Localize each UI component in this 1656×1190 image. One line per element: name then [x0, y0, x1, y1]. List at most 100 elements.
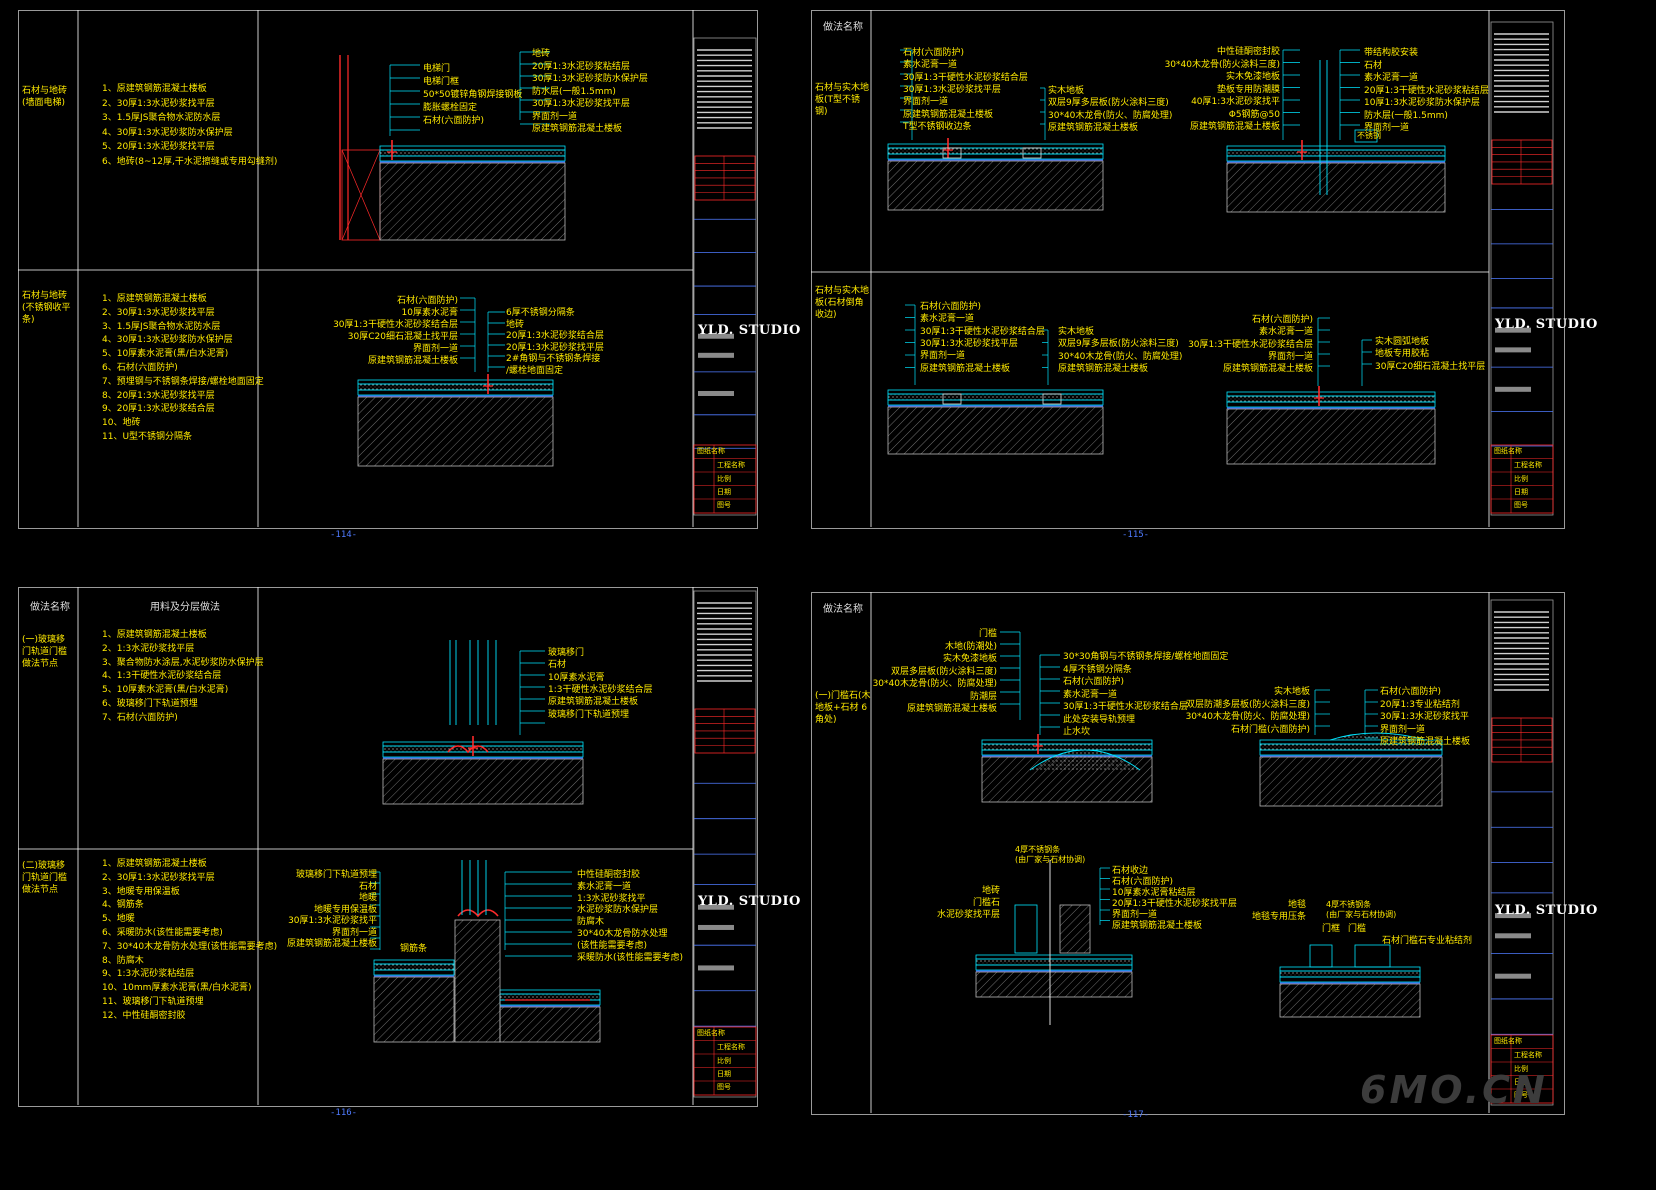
page-number: -117-: [1122, 1110, 1150, 1120]
finish-layer: [357, 379, 554, 385]
callout-label: 双层9厚多层板(防火涂料三度): [1058, 339, 1179, 350]
concrete-slab: [975, 971, 1133, 998]
door-jamb: [341, 149, 381, 241]
callout-label: 不锈钢: [1357, 131, 1381, 140]
concrete-slab: [499, 1006, 601, 1043]
title-block-field: [1495, 933, 1531, 939]
layer-spec: 2、30厚1:3水泥砂浆找平层: [102, 872, 215, 883]
callout-label: 10厚1:3水泥砂浆防水保护层: [1364, 98, 1480, 108]
column-header: 做法名称: [30, 602, 70, 613]
callout-label: 30厚1:3干硬性水泥砂浆结合层: [903, 72, 1028, 83]
callout-label: 10厚素水泥膏粘结层: [1112, 888, 1196, 898]
layer-spec: 2、1:3水泥砂浆找平层: [102, 643, 195, 654]
title-block: [1490, 21, 1554, 516]
callout-label: 原建筑钢筋混凝土楼板: [286, 939, 377, 949]
finish-layer: [382, 741, 584, 747]
callout-label: 界面剂一道: [903, 97, 949, 108]
callout-label: 30厚1:3水泥砂浆找平: [1380, 712, 1469, 722]
callout-label: 原建筑钢筋混凝土楼板: [1048, 122, 1139, 133]
callout-label: 地毯专用压条: [1251, 912, 1306, 922]
callout-label: 30厚1:3水泥砂浆找平层: [532, 99, 630, 109]
callout-label: 玻璃移门: [548, 648, 585, 658]
callout-label: 30厚1:3干硬性水泥砂浆结合层: [333, 320, 458, 330]
screed-layer: [1226, 401, 1436, 408]
callout-label: 30厚1:3干硬性水泥砂浆结合层: [920, 326, 1045, 337]
callout-label: 10厚素水泥膏: [548, 672, 605, 683]
layer-spec: 6、地砖(8~12厚,干水泥擦缝或专用勾缝剂): [102, 156, 278, 167]
layer-spec: 5、地暖: [102, 914, 135, 925]
callout-label: 带结构胶安装: [1364, 48, 1419, 58]
finish-layer: [379, 145, 566, 151]
title-block-field: [698, 924, 734, 930]
callout-label: 界面剂一道: [920, 351, 966, 362]
door-frame-right: [1354, 944, 1391, 968]
concrete-slab: [1279, 983, 1421, 1018]
callout-label: 此处安装导轨预埋: [1063, 714, 1136, 725]
callout-label: 地砖: [532, 49, 551, 59]
title-block-label: 日期: [1514, 1078, 1528, 1086]
callout-label: 30厚C20细石混凝土找平层: [1375, 361, 1486, 372]
callout-label: 地暖专用保温板: [313, 904, 377, 915]
callout-label: 原建筑钢筋混凝土楼板: [1058, 363, 1149, 374]
screed-layer: [1279, 976, 1421, 983]
title-block-label: 工程名称: [717, 1043, 745, 1051]
callout-label: 垫板专用防潮膜: [1216, 84, 1280, 95]
title-block-label: 比例: [717, 475, 731, 483]
callout-label: 20厚1:3干硬性水泥砂浆找平层: [1112, 899, 1237, 909]
layer-spec: 11、U型不锈钢分隔条: [102, 432, 193, 442]
column-header: 做法名称: [823, 604, 863, 615]
title-block-label: 比例: [1514, 1065, 1528, 1073]
finish-layer: [1279, 966, 1421, 972]
title-block-label: 图号: [1514, 501, 1528, 509]
callout-label: 30厚1:3干硬性水泥砂浆结合层: [1063, 702, 1188, 712]
callout-label: 双层防潮多层板(防火涂料三度): [1185, 699, 1310, 710]
layer-spec: 10、10mm厚素水泥膏(黑/白水泥膏): [102, 983, 252, 994]
callout-label: 门槛石: [972, 898, 1000, 908]
callout-label: 4厚不锈钢条: [1015, 845, 1061, 854]
callout-label: 地砖: [981, 886, 1000, 896]
callout-label: 石材: [358, 881, 377, 892]
layer-spec: 4、30厚1:3水泥砂浆防水保护层: [102, 127, 233, 138]
callout-label: 30*40木龙骨(防火、防腐处理): [1048, 110, 1173, 121]
title-block-field: [1495, 327, 1531, 333]
layer-spec: 6、采暖防水(该性能需要考虑): [102, 928, 223, 938]
callout-label: 石材门槛(六面防护): [1230, 724, 1310, 735]
callout-label: 6厚不锈钢分隔条: [506, 308, 575, 318]
callout-label: 20厚1:3水泥砂浆粘结层: [532, 61, 630, 72]
callout-label: 4厚不锈钢条: [1326, 900, 1372, 909]
layer-spec: 10、地砖: [102, 418, 141, 429]
title-block-field: [698, 333, 734, 339]
callout-label: 1:3水泥砂浆找平: [577, 893, 646, 904]
screed-layer: [373, 969, 455, 976]
door-track: [447, 745, 489, 754]
finish-layer: [887, 143, 1104, 149]
callout-label: 素水泥膏一道: [903, 60, 958, 71]
callout-label: 石材(六面防护): [1112, 877, 1174, 887]
layer-spec: 3、1.5厚JS聚合物水泥防水层: [102, 113, 221, 123]
layer-spec: 6、玻璃移门下轨道预埋: [102, 699, 198, 709]
title-block-table: [693, 444, 757, 514]
finish-layer: [981, 739, 1153, 745]
title-block-label: 日期: [1514, 488, 1528, 496]
studio-logo: YLD. STUDIO: [698, 323, 801, 339]
finish-layer: [499, 989, 601, 995]
callout-label: 石材(六面防护): [920, 302, 982, 312]
door-frame-right: [1059, 904, 1091, 954]
layer-spec: 4、30厚1:3水泥砂浆防水保护层: [102, 335, 233, 346]
callout-label: 中性硅酮密封胶: [577, 870, 641, 880]
callout-label: 4厚不锈钢分隔条: [1063, 664, 1132, 675]
finish-layer: [887, 389, 1104, 395]
callout-label: 石材: [548, 660, 567, 671]
screed-layer: [887, 399, 1104, 406]
callout-label: 素水泥膏一道: [577, 881, 632, 892]
studio-logo: YLD. STUDIO: [1495, 317, 1598, 333]
screed-layer: [357, 389, 554, 396]
page-number: -116-: [330, 1108, 358, 1118]
callout-label: 40厚1:3水泥砂浆找平: [1191, 97, 1280, 107]
callout-label: 防水层(一般1.5mm): [532, 86, 616, 97]
finish-layer: [1226, 391, 1436, 397]
layer-spec: 1、原建筑钢筋混凝土楼板: [102, 294, 207, 304]
callout-label: 2#角钢与不锈钢条焊接: [506, 354, 601, 364]
door-frame-left: [1014, 904, 1038, 954]
finish-layer: [1226, 145, 1446, 151]
